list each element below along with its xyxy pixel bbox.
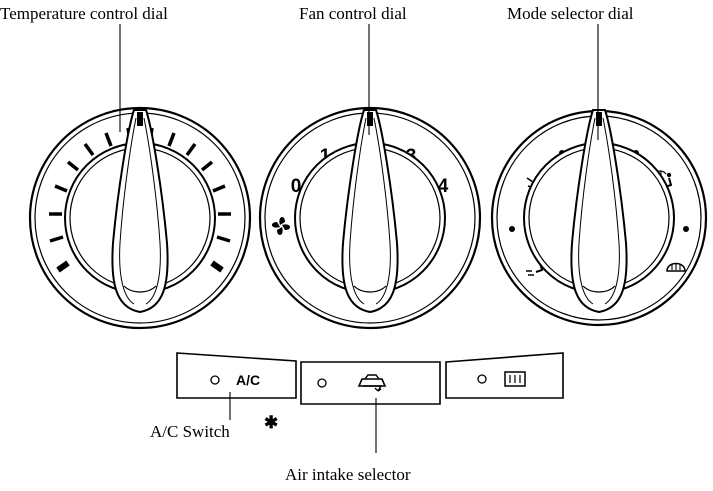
ac-indicator-light [210,375,220,385]
fan-speed-0: 0 [291,176,302,197]
defroster-icon [666,262,686,272]
mode-selector-dial[interactable] [490,109,708,327]
temperature-control-dial[interactable] [28,106,252,330]
fan-speed-1: 1 [320,146,331,167]
fan-speed-4: 4 [438,176,449,197]
mode-selector-dial-label: Mode selector dial [507,4,634,23]
ac-button-label: A/C [236,372,260,388]
air-intake-selector-button[interactable] [300,361,441,405]
fan-icon [271,216,291,236]
air-intake-selector-label: Air intake selector [285,465,411,484]
ac-switch-label: A/C Switch [150,422,230,441]
ac-switch-button[interactable]: A/C [176,352,297,399]
rear-defroster-icon [504,371,526,387]
callout-lines [119,24,599,453]
rear-defroster-indicator-light [477,374,487,384]
temperature-control-dial-label: Temperature control dial [0,4,168,23]
fan-control-dial-label: Fan control dial [299,4,407,23]
recirculation-car-icon [357,374,387,392]
fan-control-dial[interactable]: 0 1 2 3 4 [258,106,482,330]
rear-defroster-button[interactable] [445,352,564,399]
air-intake-indicator-light [317,378,327,388]
ac-switch-asterisk: ✱ [264,413,278,432]
